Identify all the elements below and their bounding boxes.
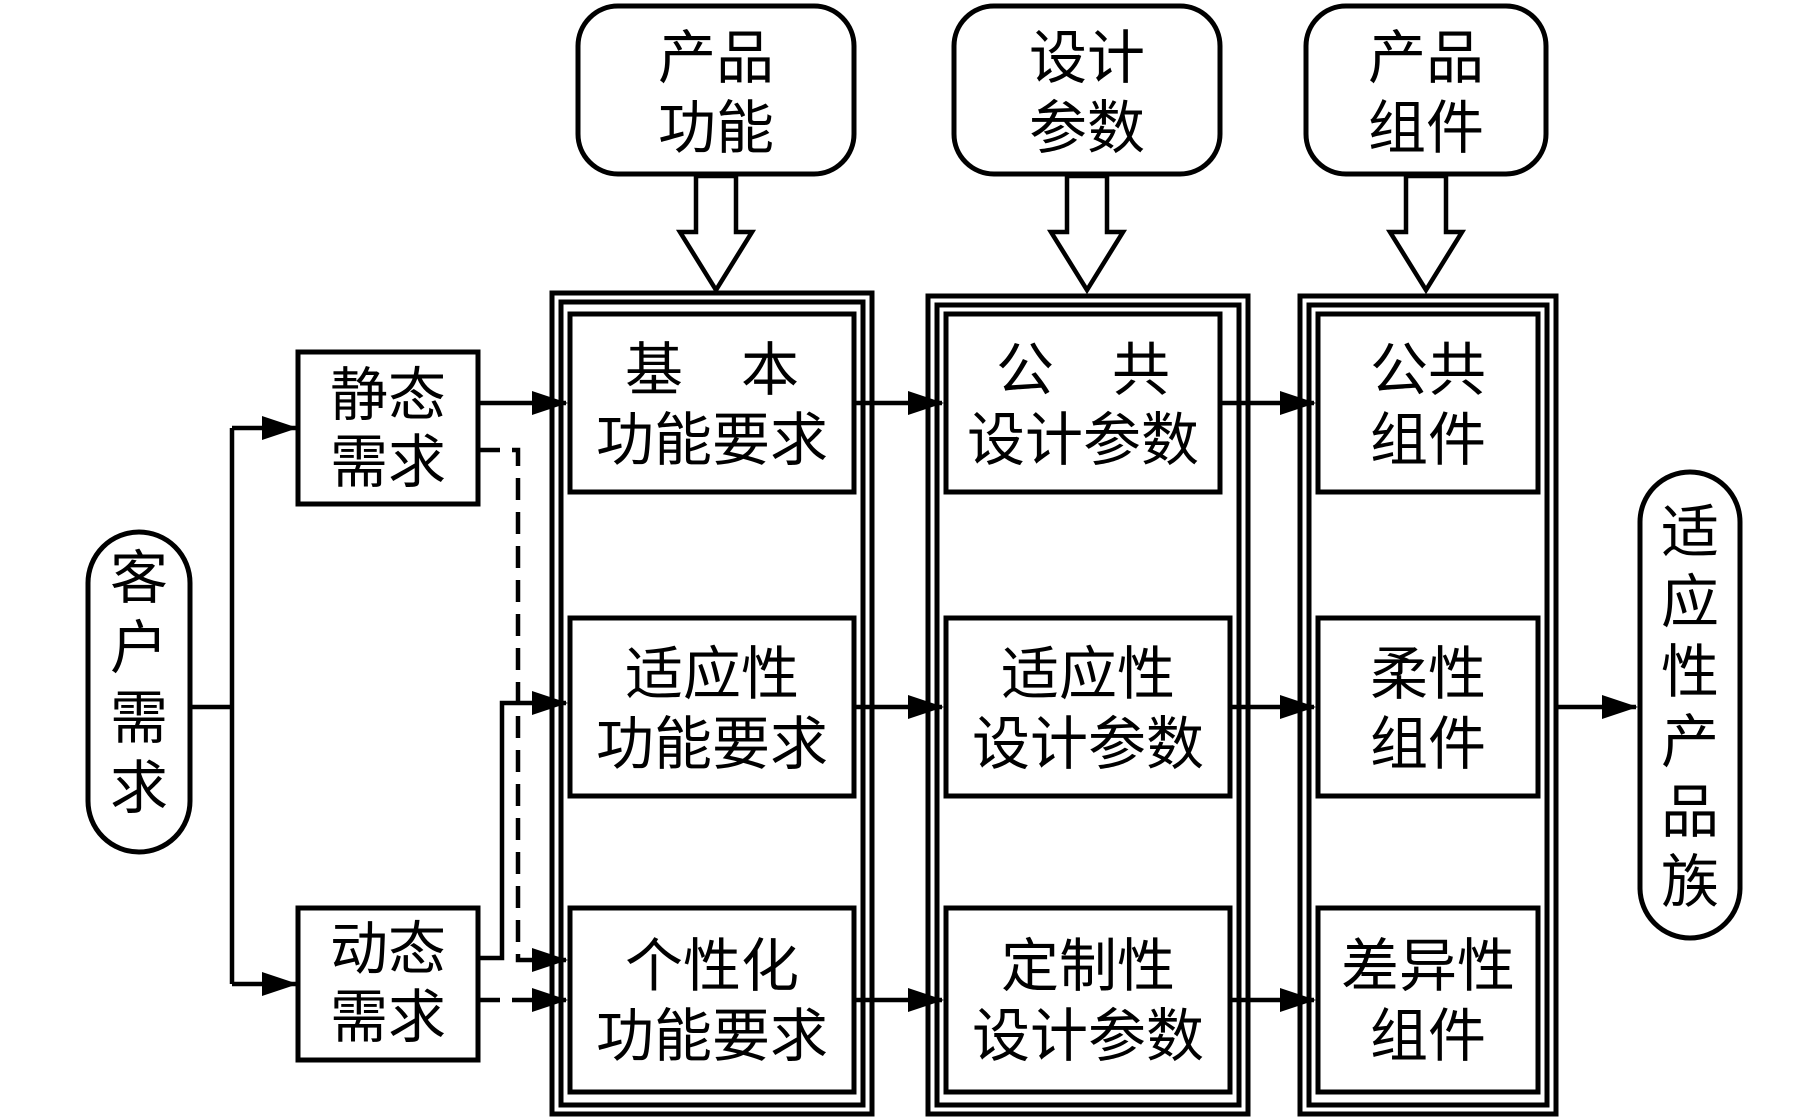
common-design-line1: 公 共 <box>996 336 1170 404</box>
dynamic-demand-node: 动态 需求 <box>295 905 481 1063</box>
adaptive-design-box: 适应性 设计参数 <box>943 615 1233 799</box>
static-demand-node: 静态 需求 <box>295 349 481 507</box>
personalized-function-line2: 功能要求 <box>596 1002 828 1070</box>
dynamic-demand-line2: 需求 <box>330 983 446 1051</box>
flexible-component-line2: 组件 <box>1370 710 1486 778</box>
header-product-function: 产品 功能 <box>575 3 857 177</box>
customer-demand-char: 客 <box>110 544 168 612</box>
demand-connectors <box>478 391 568 1012</box>
flexible-component-box: 柔性 组件 <box>1315 615 1541 799</box>
hollow-arrow-down <box>1046 173 1128 295</box>
adaptive-function-line1: 适应性 <box>625 640 799 708</box>
header-product-components: 产品 组件 <box>1303 3 1549 177</box>
differential-component-box: 差异性 组件 <box>1315 905 1541 1095</box>
static-demand-line1: 静态 <box>330 361 446 429</box>
personalized-function-line1: 个性化 <box>625 932 799 1000</box>
product-family-char: 品 <box>1661 778 1719 846</box>
adaptive-design-line2: 设计参数 <box>972 710 1204 778</box>
basic-function-line2: 功能要求 <box>596 406 828 474</box>
header-function-line2: 功能 <box>658 94 774 162</box>
header-component-line2: 组件 <box>1368 94 1484 162</box>
common-design-line2: 设计参数 <box>967 406 1199 474</box>
product-family-char: 产 <box>1661 708 1719 776</box>
differential-component-line1: 差异性 <box>1341 932 1515 1000</box>
basic-function-box: 基 本 功能要求 <box>567 311 857 495</box>
header-design-line2: 参数 <box>1029 94 1145 162</box>
customer-demand-char: 户 <box>110 614 168 682</box>
adaptive-product-family-node: 适 应 性 产 品 族 <box>1637 469 1743 941</box>
product-family-char: 性 <box>1661 638 1719 706</box>
common-component-line1: 公共 <box>1370 336 1486 404</box>
custom-design-box: 定制性 设计参数 <box>943 905 1233 1095</box>
customer-demand-char: 需 <box>110 684 168 752</box>
adaptive-design-line1: 适应性 <box>1001 640 1175 708</box>
customer-demand-node: 客 户 需 求 <box>85 529 193 855</box>
hollow-arrow-down <box>1385 173 1467 295</box>
static-demand-line2: 需求 <box>330 428 446 496</box>
adaptive-function-box: 适应性 功能要求 <box>567 615 857 799</box>
hollow-arrow-down <box>675 173 757 295</box>
common-component-box: 公共 组件 <box>1315 311 1541 495</box>
custom-design-line2: 设计参数 <box>972 1002 1204 1070</box>
product-family-char: 应 <box>1661 568 1719 636</box>
basic-function-line1: 基 本 <box>625 336 799 404</box>
header-design-parameters: 设计 参数 <box>951 3 1223 177</box>
flexible-component-line1: 柔性 <box>1370 640 1486 708</box>
product-family-char: 族 <box>1661 848 1719 916</box>
header-design-line1: 设计 <box>1029 24 1145 92</box>
customer-demand-char: 求 <box>110 754 168 822</box>
row-connectors <box>854 391 1638 1012</box>
dynamic-demand-line1: 动态 <box>330 915 446 983</box>
header-function-line1: 产品 <box>658 24 774 92</box>
custom-design-line1: 定制性 <box>1001 932 1175 1000</box>
customer-branch-connectors <box>190 416 298 996</box>
adaptive-function-line2: 功能要求 <box>596 710 828 778</box>
personalized-function-box: 个性化 功能要求 <box>567 905 857 1095</box>
common-component-line2: 组件 <box>1370 406 1486 474</box>
common-design-box: 公 共 设计参数 <box>943 311 1223 495</box>
differential-component-line2: 组件 <box>1370 1002 1486 1070</box>
product-family-char: 适 <box>1661 498 1719 566</box>
header-component-line1: 产品 <box>1368 24 1484 92</box>
